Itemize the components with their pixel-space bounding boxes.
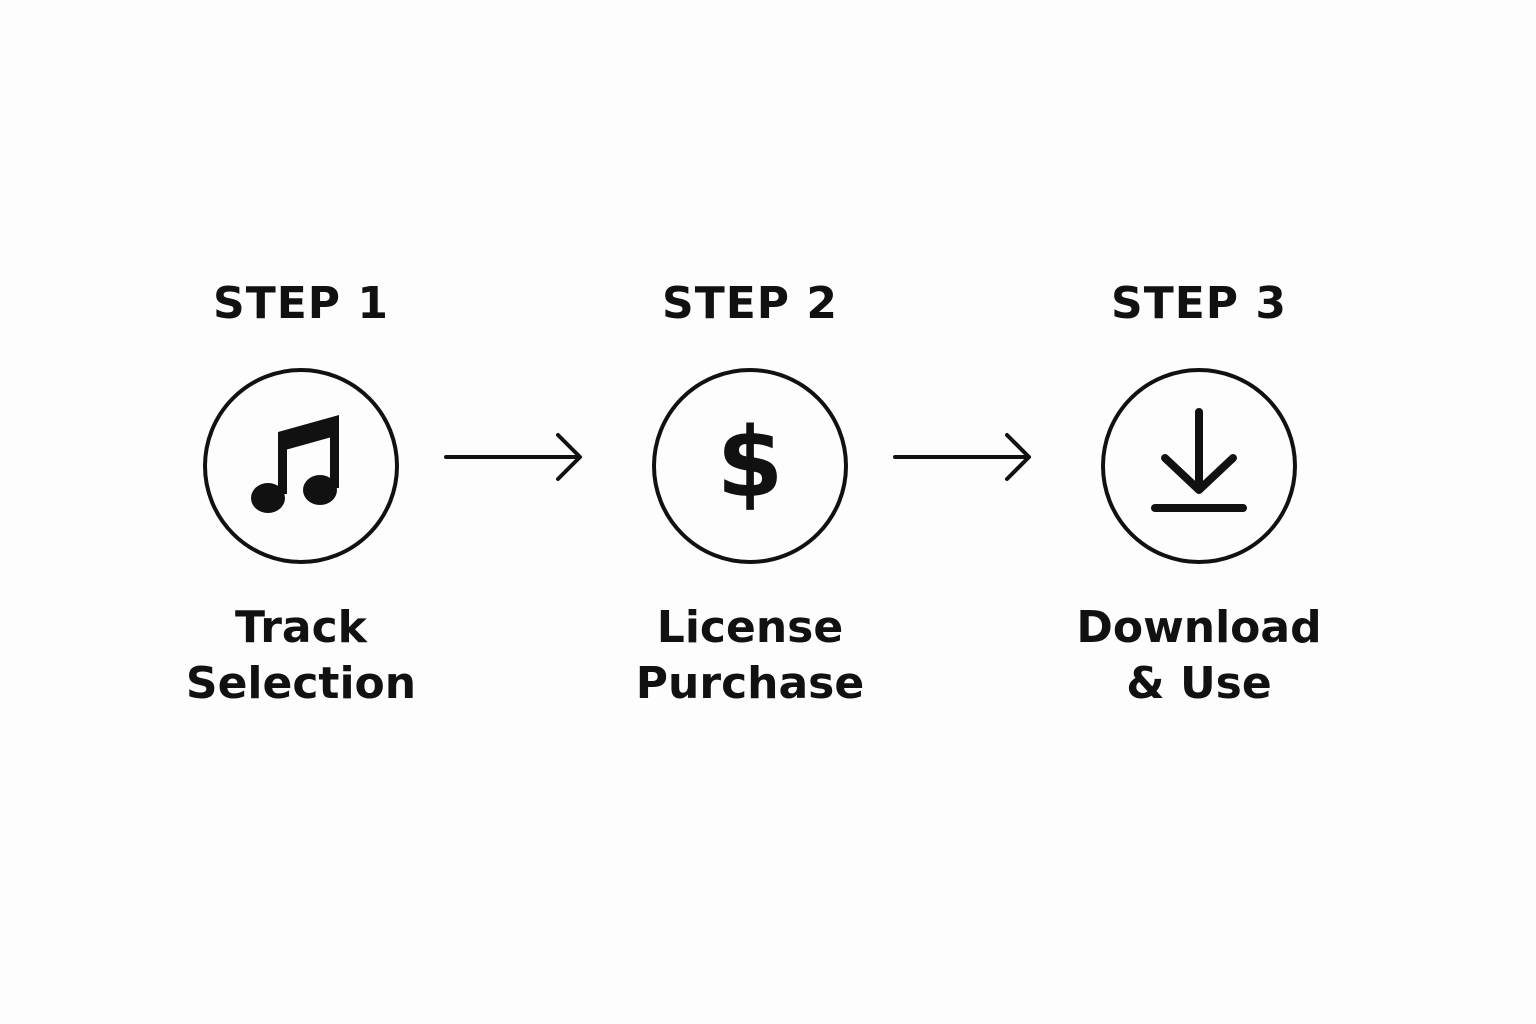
step-2-label-line1: License bbox=[656, 602, 844, 653]
step-3-label: Download & Use bbox=[1039, 600, 1359, 712]
step-2-label: License Purchase bbox=[590, 600, 910, 712]
step-3-title: STEP 3 bbox=[1111, 278, 1287, 329]
dollar-sign-icon: $ bbox=[652, 368, 848, 564]
step-1-label-line1: Track bbox=[235, 602, 367, 653]
step-1-circle bbox=[201, 366, 401, 566]
step-1-label: Track Selection bbox=[141, 600, 461, 712]
dollar-glyph: $ bbox=[717, 407, 784, 519]
step-3-circle bbox=[1099, 366, 1299, 566]
step-1: STEP 1 Track Selection bbox=[141, 270, 461, 712]
arrow-right-icon bbox=[444, 433, 582, 481]
step-1-label-line2: Selection bbox=[185, 658, 417, 709]
step-3-label-line2: & Use bbox=[1126, 658, 1272, 709]
step-2-title: STEP 2 bbox=[662, 278, 838, 329]
step-2: STEP 2 $ License Purchase bbox=[590, 270, 910, 712]
step-3-label-line1: Download bbox=[1076, 602, 1322, 653]
arrow-right-icon bbox=[893, 433, 1031, 481]
step-2-label-line2: Purchase bbox=[635, 658, 865, 709]
step-3: STEP 3 Download & Use bbox=[1039, 270, 1359, 712]
step-1-title: STEP 1 bbox=[213, 278, 389, 329]
step-2-circle: $ bbox=[650, 366, 850, 566]
download-icon bbox=[1101, 368, 1297, 564]
music-note-icon bbox=[203, 368, 399, 564]
